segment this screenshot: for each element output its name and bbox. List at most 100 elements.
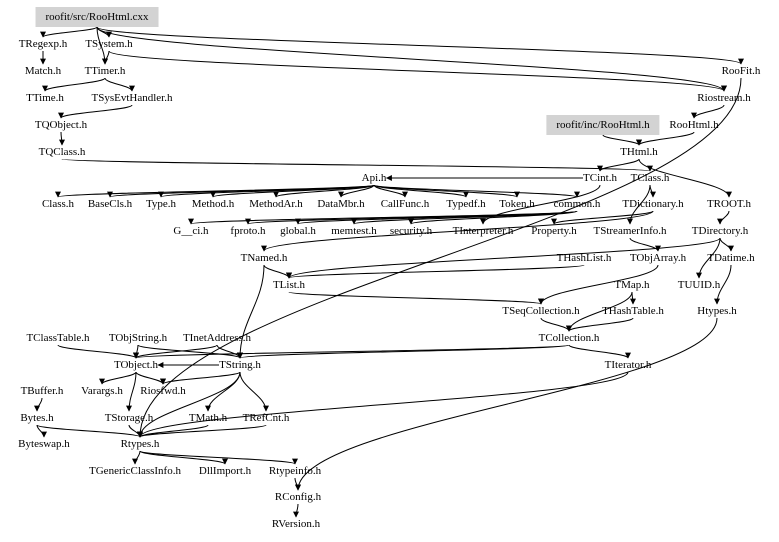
node-methodar[interactable]: MethodAr.h: [249, 198, 303, 210]
edge-tdictionary-to-property: [551, 210, 654, 225]
edge-troot-to-tdirectory: [717, 210, 730, 225]
node-tdictionary[interactable]: TDictionary.h: [622, 198, 684, 210]
node-tsysevthandler[interactable]: TSysEvtHandler.h: [91, 92, 173, 104]
edge-tdirectory-to-tuuid: [696, 237, 721, 279]
node-titerator[interactable]: TIterator.h: [604, 359, 652, 371]
edge-tstring-to-riosfwd: [160, 371, 241, 385]
node-tlist[interactable]: TList.h: [272, 279, 306, 291]
node-method[interactable]: Method.h: [191, 198, 235, 210]
edge-htypes-to-rconfig: [295, 317, 718, 491]
edge-api-to-basecls: [107, 184, 375, 198]
edge-tstring-to-trefcnt: [239, 371, 269, 412]
node-g__ci[interactable]: G__ci.h: [173, 225, 209, 237]
edge-tsystem-to-ttimer: [102, 50, 110, 65]
node-tmap[interactable]: TMap.h: [614, 279, 650, 291]
edge-common-to-g__ci: [188, 210, 578, 225]
node-tcollection[interactable]: TCollection.h: [538, 332, 600, 344]
edge-common-to-global: [295, 210, 578, 225]
node-thtml[interactable]: THtml.h: [620, 146, 658, 158]
node-riosfwd[interactable]: Riosfwd.h: [140, 385, 186, 397]
edge-titerator-to-rtypes: [137, 371, 629, 438]
node-src[interactable]: roofit/src/RooHtml.cxx: [35, 7, 159, 27]
edge-thashtable-to-tcollection: [566, 317, 634, 332]
node-memtest[interactable]: memtest.h: [331, 225, 377, 237]
node-roofit[interactable]: RooFit.h: [721, 65, 761, 77]
node-typedf[interactable]: Typedf.h: [446, 198, 486, 210]
node-tuuid[interactable]: TUUID.h: [677, 279, 721, 291]
node-tobjarray[interactable]: TObjArray.h: [629, 252, 687, 264]
node-dllimport[interactable]: DllImport.h: [198, 465, 252, 477]
node-tinterpreter[interactable]: TInterpreter.h: [452, 225, 514, 237]
edge-tsysevthandler-to-tqobject: [58, 104, 133, 119]
node-tstorage[interactable]: TStorage.h: [104, 412, 154, 424]
node-tdirectory[interactable]: TDirectory.h: [691, 225, 749, 237]
edge-inc-to-thtml: [602, 134, 642, 146]
node-tdatime[interactable]: TDatime.h: [707, 252, 755, 264]
node-match[interactable]: Match.h: [24, 65, 62, 77]
node-tclasstable[interactable]: TClassTable.h: [26, 332, 90, 344]
edge-riostream-to-roohtml: [691, 104, 725, 119]
node-tmath[interactable]: TMath.h: [188, 412, 228, 424]
node-ttime[interactable]: TTime.h: [26, 92, 64, 104]
node-rconfig[interactable]: RConfig.h: [274, 491, 322, 503]
node-rtypeinfo[interactable]: Rtypeinfo.h: [268, 465, 322, 477]
node-varargs[interactable]: Varargs.h: [81, 385, 123, 397]
node-tobjstring[interactable]: TObjString.h: [108, 332, 168, 344]
edge-tcint-to-tinterpreter: [480, 184, 601, 225]
node-tstring[interactable]: TString.h: [219, 359, 261, 371]
node-tnamed[interactable]: TNamed.h: [240, 252, 288, 264]
edge-tsystem-to-riostream: [108, 50, 727, 92]
edge-tclass-to-tdictionary: [649, 184, 656, 198]
node-tsystem[interactable]: TSystem.h: [85, 38, 133, 50]
node-tinetaddress[interactable]: TInetAddress.h: [182, 332, 252, 344]
node-byteswap[interactable]: Byteswap.h: [18, 438, 70, 450]
node-tobject[interactable]: TObject.h: [113, 359, 159, 371]
node-api[interactable]: Api.h: [361, 172, 387, 184]
node-rversion[interactable]: RVersion.h: [271, 518, 321, 530]
node-bytes[interactable]: Bytes.h: [20, 412, 54, 424]
node-callfunc[interactable]: CallFunc.h: [380, 198, 430, 210]
node-tcint[interactable]: TCint.h: [583, 172, 617, 184]
node-tgenericclassinfo[interactable]: TGenericClassInfo.h: [89, 465, 181, 477]
edge-ttimer-to-tsysevthandler: [104, 77, 135, 92]
node-tstreamerinfo[interactable]: TStreamerInfo.h: [593, 225, 667, 237]
node-token[interactable]: Token.h: [499, 198, 535, 210]
node-tqobject[interactable]: TQObject.h: [34, 119, 88, 131]
node-inc[interactable]: roofit/inc/RooHtml.h: [546, 115, 660, 135]
node-type[interactable]: Type.h: [145, 198, 177, 210]
node-thashlist[interactable]: THashList.h: [556, 252, 612, 264]
node-basecls[interactable]: BaseCls.h: [87, 198, 133, 210]
edge-tseqcollection-to-tcollection: [540, 317, 572, 332]
edge-tstring-to-rtypes: [137, 371, 241, 438]
node-troot[interactable]: TROOT.h: [706, 198, 752, 210]
edge-tinetaddress-to-tobject: [133, 344, 218, 359]
node-fproto[interactable]: fproto.h: [230, 225, 266, 237]
node-class[interactable]: Class.h: [41, 198, 75, 210]
node-global[interactable]: global.h: [280, 225, 316, 237]
node-thashtable[interactable]: THashTable.h: [602, 305, 664, 317]
node-tbuffer[interactable]: TBuffer.h: [20, 385, 64, 397]
edge-tobject-to-riosfwd: [135, 371, 166, 385]
node-htypes[interactable]: Htypes.h: [697, 305, 737, 317]
edge-src-to-riostream: [96, 26, 727, 92]
node-trefcnt[interactable]: TRefCnt.h: [242, 412, 290, 424]
node-security[interactable]: security.h: [389, 225, 433, 237]
edge-tnamed-to-tlist: [263, 264, 292, 279]
edge-tstreamerinfo-to-tobjarray: [629, 237, 661, 252]
node-tseqcollection[interactable]: TSeqCollection.h: [502, 305, 580, 317]
node-datambr[interactable]: DataMbr.h: [317, 198, 365, 210]
node-property[interactable]: Property.h: [531, 225, 577, 237]
node-roohtml[interactable]: RooHtml.h: [669, 119, 719, 131]
edge-src-to-roofit: [96, 26, 744, 65]
node-tclass[interactable]: TClass.h: [630, 172, 670, 184]
node-common[interactable]: common.h: [553, 198, 601, 210]
node-ttimer[interactable]: TTimer.h: [84, 65, 126, 77]
edge-tcollection-to-tobject: [133, 344, 570, 359]
node-tqclass[interactable]: TQClass.h: [38, 146, 86, 158]
node-riostream[interactable]: Riostream.h: [697, 92, 751, 104]
node-tregexp[interactable]: TRegexp.h: [18, 38, 68, 50]
edge-rconfig-to-rversion: [293, 503, 300, 518]
edge-trefcnt-to-rtypes: [137, 424, 267, 438]
node-rtypes[interactable]: Rtypes.h: [120, 438, 160, 450]
